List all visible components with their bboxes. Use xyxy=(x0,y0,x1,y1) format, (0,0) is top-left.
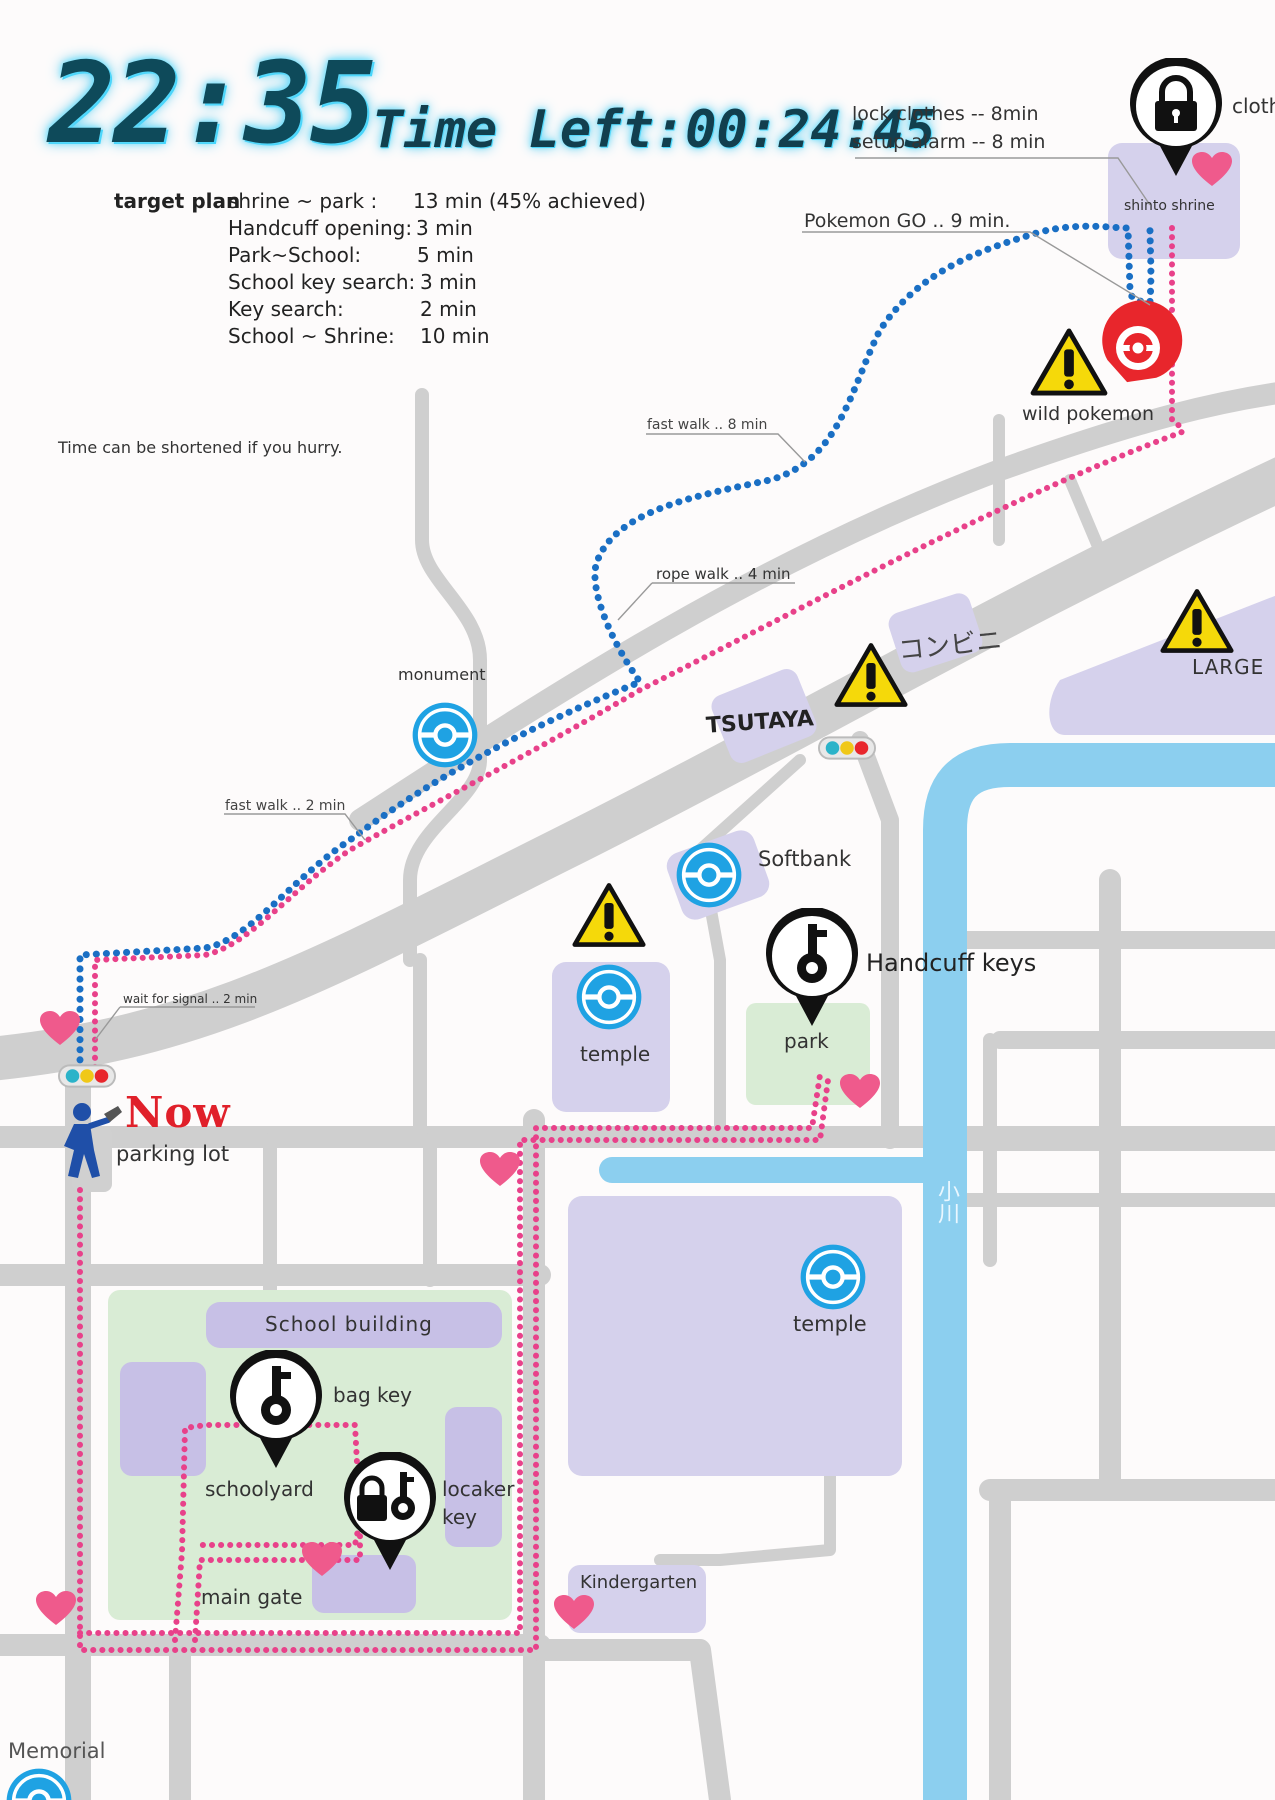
temple-label[interactable]: temple xyxy=(580,1042,651,1066)
plan-item-value: 13 min (45% achieved) xyxy=(413,189,646,213)
kindergarten-label[interactable]: Kindergarten xyxy=(580,1572,698,1593)
pokestop-icon[interactable] xyxy=(677,843,742,908)
temple-label[interactable]: temple xyxy=(793,1312,867,1336)
locker-key-label: locaker xyxy=(442,1477,515,1501)
plan-item-value: 10 min xyxy=(420,324,490,348)
bag-key-label: bag key xyxy=(333,1383,413,1407)
plan-item-label: Park~School: xyxy=(228,243,362,267)
plan-item-label: School ~ Shrine: xyxy=(228,324,395,348)
memorial-label[interactable]: Memorial xyxy=(8,1739,106,1763)
hurry-note: Time can be shortened if you hurry. xyxy=(58,438,343,457)
park-label[interactable]: park xyxy=(784,1029,829,1053)
school-building-label[interactable]: School building xyxy=(265,1312,433,1336)
parking-lot-label[interactable]: parking lot xyxy=(116,1142,230,1166)
time-left: Time Left:00:24:45 xyxy=(372,100,936,160)
traffic-light-icon xyxy=(818,736,876,760)
route-blue xyxy=(76,222,1155,1074)
wait-signal-note: wait for signal .. 2 min xyxy=(123,992,258,1006)
handcuff-keys-label: Handcuff keys xyxy=(866,949,1037,977)
plan-item-label: Handcuff opening: xyxy=(228,216,413,240)
plan-item-label: shrine ~ park : xyxy=(228,189,378,213)
pokeball-icon[interactable] xyxy=(1089,289,1193,396)
plan-heading: target plan xyxy=(114,189,241,213)
setup-alarm-note: setup alarm -- 8 min xyxy=(852,131,1046,153)
current-time: 22:35 xyxy=(48,39,377,169)
fast-walk-2-note: fast walk .. 2 min xyxy=(225,798,346,814)
river xyxy=(923,743,1275,1800)
main-gate-label[interactable]: main gate xyxy=(201,1585,303,1609)
pokestop-icon[interactable] xyxy=(577,965,642,1030)
fast-walk-8-note: fast walk .. 8 min xyxy=(647,417,768,433)
wild-pokemon-label: wild pokemon xyxy=(1022,403,1155,425)
pokemon-go-note: Pokemon GO .. 9 min. xyxy=(804,210,1011,232)
locker-key-label: key xyxy=(442,1505,478,1529)
schoolyard-label[interactable]: schoolyard xyxy=(205,1477,314,1501)
warning-icon xyxy=(575,885,643,944)
plan-item-label: School key search: xyxy=(228,270,416,294)
plan-item-value: 3 min xyxy=(416,216,473,240)
shinto-shrine-label[interactable]: shinto shrine xyxy=(1124,198,1215,214)
walking-person-icon xyxy=(64,1103,122,1178)
rope-walk-note: rope walk .. 4 min xyxy=(656,565,791,583)
large-label[interactable]: LARGE xyxy=(1192,655,1265,679)
pokestop-icon[interactable] xyxy=(7,1769,72,1800)
plan-item-value: 5 min xyxy=(417,243,474,267)
traffic-light-icon xyxy=(58,1064,116,1088)
callout-lines xyxy=(94,157,1151,1041)
softbank-label[interactable]: Softbank xyxy=(758,847,852,871)
now-marker: Now xyxy=(125,1088,231,1137)
lock-clothes-note: lock clothes -- 8min xyxy=(852,103,1039,125)
plan-item-value: 3 min xyxy=(420,270,477,294)
plan-item-label: Key search: xyxy=(228,297,344,321)
pokestop-icon[interactable] xyxy=(801,1245,866,1310)
river-label: 小川 xyxy=(934,1180,959,1224)
monument-label[interactable]: monument xyxy=(398,665,486,684)
clothes-label: cloth xyxy=(1232,94,1275,118)
heart-icon xyxy=(480,1152,520,1186)
plan-item-value: 2 min xyxy=(420,297,477,321)
pokestop-icon[interactable] xyxy=(413,703,478,768)
warning-icon xyxy=(1033,331,1105,393)
